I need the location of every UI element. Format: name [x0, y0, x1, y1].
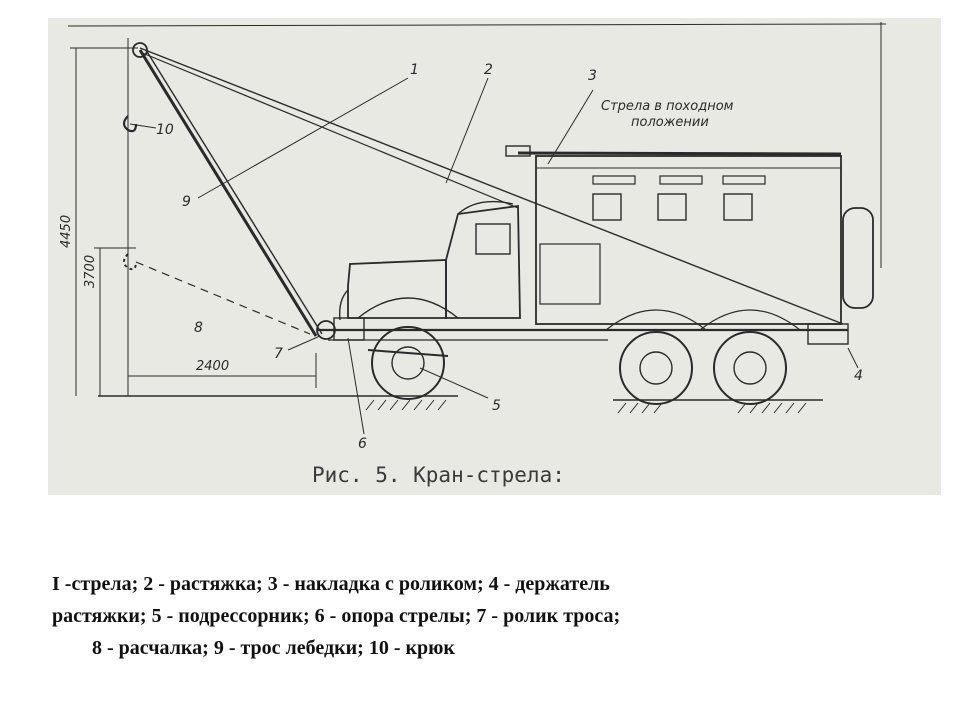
hook-upper	[122, 115, 138, 133]
leader-10	[129, 123, 157, 129]
note-line-2: положении	[631, 115, 709, 130]
boom-head-pulley	[132, 42, 148, 58]
dim-total-label: 4450	[59, 215, 74, 248]
leader-3	[547, 89, 594, 165]
spare-wheel	[842, 207, 874, 309]
rear-wheel-2	[713, 331, 787, 405]
crane-truck-drawing: 4450 3700 2400 Стрела в походном положен…	[59, 22, 887, 487]
stay-rope	[139, 47, 844, 325]
dim-hook-label: 3700	[83, 255, 98, 288]
guy-line	[135, 261, 311, 335]
hook-lower	[123, 253, 137, 271]
legend-line-1: I -стрела; 2 - растяжка; 3 - накладка с …	[52, 573, 610, 595]
leader-4	[847, 347, 859, 369]
cable-roller	[316, 320, 336, 340]
body-window-1	[592, 193, 622, 221]
figure-caption: Рис. 5. Кран-стрела:	[312, 463, 565, 487]
cab-window	[475, 223, 511, 255]
leader-6	[347, 337, 365, 435]
truck-hood	[347, 259, 447, 319]
crane-boom-figure: 4450 3700 2400 Стрела в походном положен…	[48, 18, 941, 495]
boom	[138, 49, 318, 337]
boom-support	[333, 317, 365, 341]
callout-1: 1	[410, 62, 419, 78]
front-wheel	[371, 326, 445, 400]
top-frame-line	[67, 23, 887, 27]
rear-wheel-1	[619, 331, 693, 405]
body-window-3	[723, 193, 753, 221]
callout-10: 10	[156, 122, 174, 138]
callout-5: 5	[492, 398, 501, 414]
stowed-boom	[517, 151, 842, 156]
leader-5	[419, 367, 489, 399]
dim-horizontal-label: 2400	[196, 359, 229, 374]
callout-6: 6	[358, 436, 367, 452]
roller-pad	[505, 145, 531, 157]
figure-legend: I -стрела; 2 - растяжка; 3 - накладка с …	[52, 568, 932, 664]
legend-line-2: растяжки; 5 - подрессорник; 6 - опора ст…	[52, 605, 621, 627]
leader-1	[197, 77, 409, 199]
truck-body	[535, 155, 842, 325]
body-door	[539, 243, 601, 305]
stay-holder	[807, 323, 849, 345]
body-window-2	[657, 193, 687, 221]
winch-cable	[139, 51, 519, 209]
callout-2: 2	[484, 62, 493, 78]
leader-2	[445, 77, 489, 184]
truck-cab	[445, 204, 521, 319]
callout-7: 7	[274, 346, 283, 362]
callout-9: 9	[182, 194, 191, 210]
leader-7	[287, 335, 321, 351]
callout-3: 3	[588, 68, 597, 84]
callout-4: 4	[854, 368, 863, 384]
note-line-1: Стрела в походном	[601, 99, 734, 114]
legend-line-3: 8 - расчалка; 9 - трос лебедки; 10 - крю…	[92, 637, 455, 659]
callout-8: 8	[194, 320, 203, 336]
